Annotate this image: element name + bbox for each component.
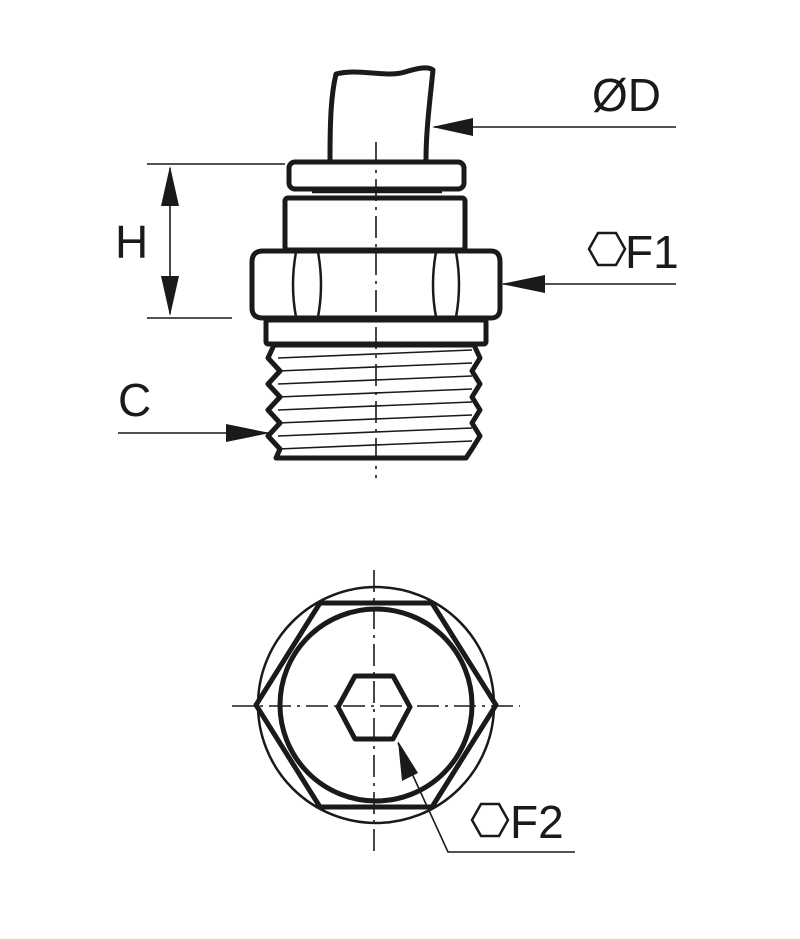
label-hex-1: F1 [625,226,679,278]
hex-flat-left [291,251,323,318]
hexagon-icon [587,231,627,267]
upper-body [282,195,468,253]
tube [327,65,436,161]
thread-outline [265,342,483,461]
dimension-thread: C [118,374,270,442]
dimension-hex-2: F2 [397,741,575,853]
bottom-view [232,570,520,856]
label-thread: C [118,374,151,426]
dimension-diameter: ØD [432,69,676,136]
label-diameter: ØD [592,69,661,121]
hexagon-icon [470,802,510,838]
label-height: H [115,216,148,268]
label-hex-2: F2 [510,796,564,848]
hex-nut [249,248,503,321]
side-view [249,65,503,478]
body-circle [277,606,475,804]
chamfer-circle [256,585,496,825]
dimension-height: H [115,163,285,319]
outer-hexagon [253,600,499,810]
thread-crests [277,349,473,450]
dimension-hex-1: F1 [501,226,679,293]
hex-flat-right [431,251,461,318]
hex-socket [335,673,413,742]
